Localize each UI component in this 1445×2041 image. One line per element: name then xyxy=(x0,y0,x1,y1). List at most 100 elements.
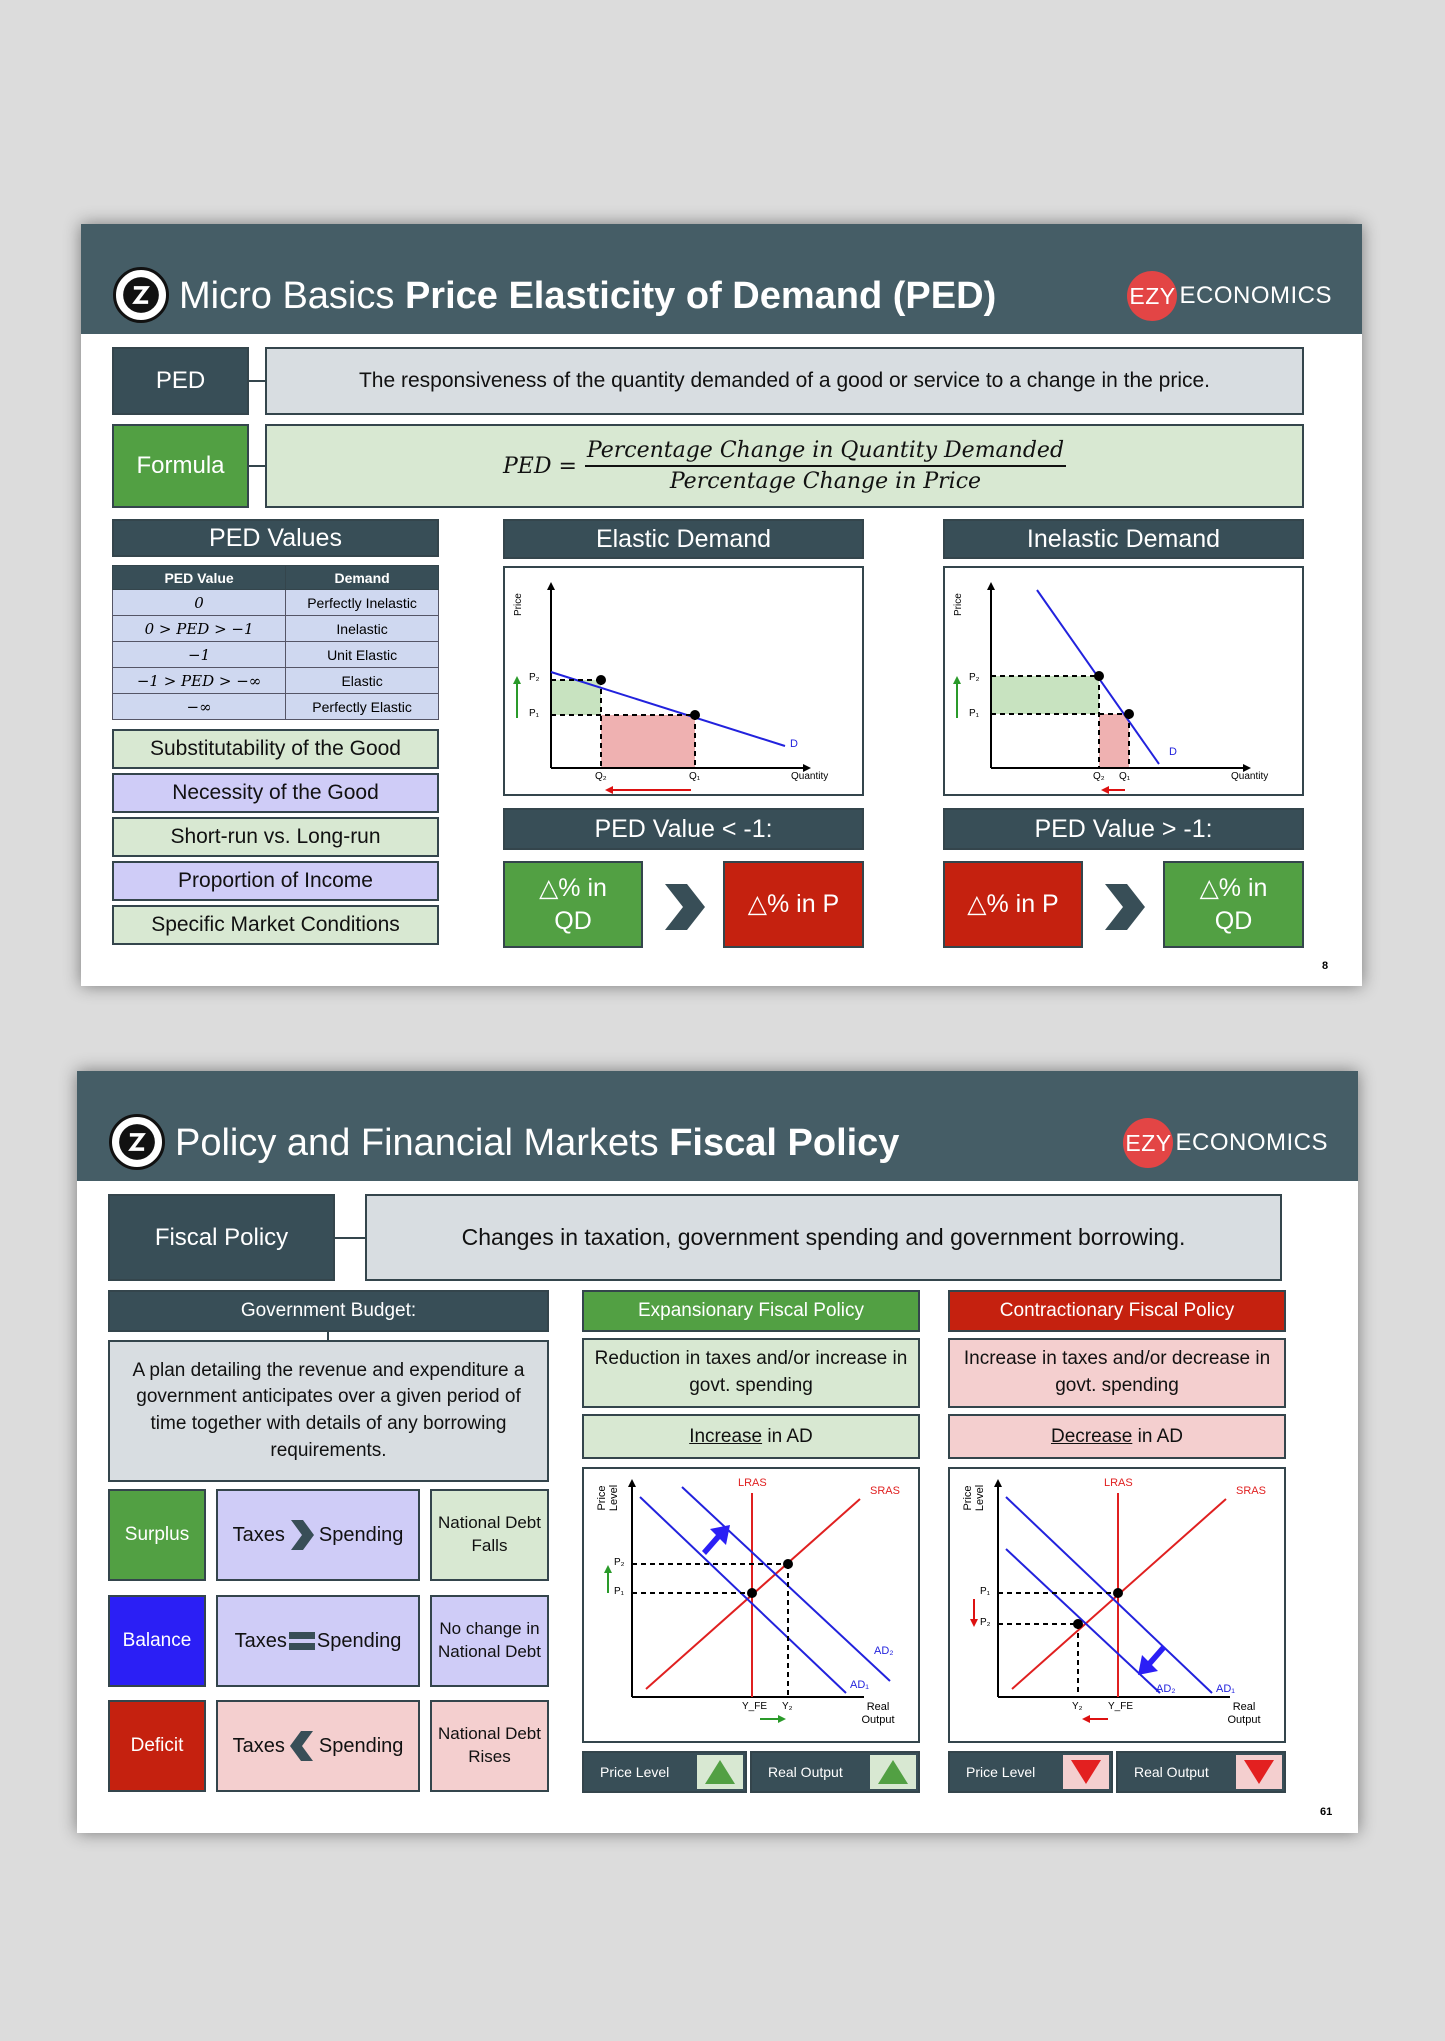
contractionary-title: Contractionary Fiscal Policy xyxy=(948,1290,1286,1332)
page-title: Policy and Financial Markets Fiscal Poli… xyxy=(175,1122,900,1164)
label-demand: D xyxy=(790,738,798,750)
footer-price-level: Price Level xyxy=(582,1751,747,1793)
ped-definition: The responsiveness of the quantity deman… xyxy=(265,347,1304,415)
contractionary-graph: Price Level LRAS SRAS AD₂ AD₁ P₁ P₂ Y₂ Y… xyxy=(948,1467,1286,1743)
down-triangle-icon xyxy=(1063,1755,1109,1789)
label-sras: SRAS xyxy=(870,1485,900,1497)
label-yfe: Y_FE xyxy=(1108,1701,1134,1712)
axis-label-quantity: Quantity xyxy=(791,771,829,782)
label-ad1: AD₁ xyxy=(1216,1683,1235,1695)
table-cell: Unit Elastic xyxy=(285,641,439,668)
greater-than-icon xyxy=(290,1520,314,1550)
less-than-icon xyxy=(289,1731,313,1761)
spending-label: Spending xyxy=(318,1734,404,1757)
axis-label-price-level: Price Level xyxy=(962,1484,987,1512)
inelastic-title: Inelastic Demand xyxy=(943,519,1304,559)
label-q1: Q₁ xyxy=(689,771,701,782)
label-sras: SRAS xyxy=(1236,1485,1266,1497)
balance-label: Balance xyxy=(108,1595,206,1687)
footer-label: Real Output xyxy=(1134,1764,1209,1780)
up-triangle-icon xyxy=(697,1755,743,1789)
demand-curve xyxy=(550,671,786,747)
fiscal-policy-label: Fiscal Policy xyxy=(108,1194,335,1281)
label-y2: Y₂ xyxy=(1072,1701,1083,1712)
down-triangle-icon xyxy=(1236,1755,1282,1789)
label-p1: P₁ xyxy=(614,1586,625,1597)
surplus-taxes-spending: Taxes Spending xyxy=(216,1489,420,1581)
label-lras: LRAS xyxy=(1104,1477,1133,1489)
formula-denominator: Percentage Change in Price xyxy=(584,465,1067,494)
connector xyxy=(249,465,265,467)
table-cell: Perfectly Elastic xyxy=(285,693,439,720)
spending-label: Spending xyxy=(316,1629,402,1652)
effect-rest: in AD xyxy=(762,1425,813,1447)
chevron-right-icon xyxy=(1099,884,1147,930)
table-cell: −1 > PED > −∞ xyxy=(111,667,287,694)
slide-fiscal-policy: Policy and Financial Markets Fiscal Poli… xyxy=(77,1071,1358,1833)
ad2-line xyxy=(681,1486,891,1682)
equals-icon xyxy=(288,1632,315,1650)
effect-rest: in AD xyxy=(1132,1425,1184,1447)
elastic-right: △% in P xyxy=(723,861,864,948)
inelastic-graph: Price P₂ P₁ Q₂ Q₁ D Quantity xyxy=(943,566,1304,796)
axis-label-real-output: Real Output xyxy=(861,1701,895,1727)
taxes-label: Taxes xyxy=(232,1523,285,1546)
logo-icon xyxy=(109,1114,165,1170)
footer-price-level: Price Level xyxy=(948,1751,1113,1793)
label-ad2: AD₂ xyxy=(1156,1683,1176,1695)
deficit-label: Deficit xyxy=(108,1700,206,1792)
label-p2: P₂ xyxy=(980,1617,991,1628)
surplus-result: National Debt Falls xyxy=(430,1489,549,1581)
label-p1: P₁ xyxy=(980,1586,991,1597)
label-q1: Q₁ xyxy=(1119,771,1131,782)
label-p1: P₁ xyxy=(969,708,980,719)
inelastic-left: △% in P xyxy=(943,861,1083,948)
fiscal-policy-definition: Changes in taxation, government spending… xyxy=(365,1194,1282,1281)
label-y2: Y₂ xyxy=(782,1701,793,1712)
connector xyxy=(249,380,265,382)
slide-ped: Micro Basics Price Elasticity of Demand … xyxy=(81,224,1362,986)
deficit-result: National Debt Rises xyxy=(430,1700,549,1792)
axis-label-quantity: Quantity xyxy=(1231,771,1269,782)
table-cell: −1 xyxy=(111,641,287,668)
red-area xyxy=(601,715,695,768)
expansionary-text: Reduction in taxes and/or increase in go… xyxy=(582,1338,920,1408)
expansionary-graph: Price Level LRAS SRAS AD₂ AD₁ P₂ P₁ Y_FE… xyxy=(582,1467,920,1743)
axis-label-real-output: Real Output xyxy=(1227,1701,1261,1727)
budget-text: A plan detailing the revenue and expendi… xyxy=(108,1340,549,1482)
label-p1: P₁ xyxy=(529,708,540,719)
balance-result: No change in National Debt xyxy=(430,1595,549,1687)
table-cell: 0 xyxy=(111,589,287,616)
factor-item: Substitutability of the Good xyxy=(112,729,439,769)
page-number: 8 xyxy=(1322,960,1329,972)
axis-label-price-level: Price Level xyxy=(596,1484,621,1512)
label-q2: Q₂ xyxy=(595,771,607,782)
label-ad1: AD₁ xyxy=(850,1679,869,1691)
contractionary-text: Increase in taxes and/or decrease in gov… xyxy=(948,1338,1286,1408)
table-cell: Perfectly Inelastic xyxy=(285,589,439,616)
table-row: −∞Perfectly Elastic xyxy=(111,693,439,720)
connector xyxy=(327,1332,329,1340)
footer-label: Price Level xyxy=(966,1764,1036,1780)
table-row: −1 > PED > −∞Elastic xyxy=(111,667,439,694)
ped-label: PED xyxy=(112,347,249,415)
footer-label: Price Level xyxy=(600,1764,670,1780)
table-cell: Inelastic xyxy=(285,615,439,642)
slide-header: Micro Basics Price Elasticity of Demand … xyxy=(81,224,1362,334)
column-header: PED Value xyxy=(111,565,287,590)
taxes-label: Taxes xyxy=(232,1734,285,1757)
formula-lhs: PED = xyxy=(502,453,577,479)
deficit-taxes-spending: Taxes Spending xyxy=(216,1700,420,1792)
slide-header: Policy and Financial Markets Fiscal Poli… xyxy=(77,1071,1358,1181)
label-q2: Q₂ xyxy=(1093,771,1105,782)
factor-item: Necessity of the Good xyxy=(112,773,439,813)
factor-item: Short-run vs. Long-run xyxy=(112,817,439,857)
label-p2: P₂ xyxy=(529,672,540,683)
budget-title: Government Budget: xyxy=(108,1290,549,1332)
label-p2: P₂ xyxy=(614,1557,625,1568)
